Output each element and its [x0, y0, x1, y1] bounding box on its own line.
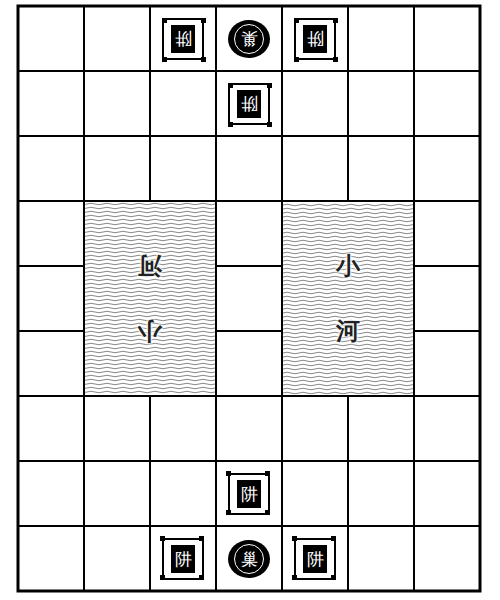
piece-label: 阱	[237, 90, 261, 118]
trap-square: 阱	[228, 473, 270, 515]
frame-post	[294, 57, 299, 62]
piece-label: 阱	[303, 545, 327, 573]
river-waves	[85, 202, 215, 395]
frame-post	[331, 575, 336, 580]
river-label: 小河	[336, 234, 360, 364]
frame-post	[333, 57, 338, 62]
frame-post	[226, 471, 231, 476]
frame-post	[292, 536, 297, 541]
river-area: 小河	[283, 202, 413, 395]
trap-square: 阱	[294, 538, 336, 580]
river-label: 小河	[138, 234, 162, 364]
trap-square: 阱	[162, 18, 204, 60]
den-circle: 巢	[228, 540, 270, 578]
frame-post	[201, 57, 206, 62]
frame-post	[292, 575, 297, 580]
frame-post	[333, 18, 338, 23]
frame-post	[294, 18, 299, 23]
piece-label: 阱	[237, 480, 261, 508]
frame-post	[199, 536, 204, 541]
river-area: 小河	[85, 202, 215, 395]
trap-square: 阱	[294, 18, 336, 60]
frame-post	[228, 83, 233, 88]
frame-post	[226, 510, 231, 515]
piece-label: 阱	[171, 25, 195, 53]
frame-post	[265, 471, 270, 476]
frame-post	[199, 575, 204, 580]
frame-post	[162, 57, 167, 62]
frame-post	[201, 18, 206, 23]
piece-label: 阱	[171, 545, 195, 573]
piece-label: 阱	[303, 25, 327, 53]
trap-square: 阱	[228, 83, 270, 125]
frame-post	[228, 122, 233, 127]
frame-post	[160, 536, 165, 541]
piece-label: 巢	[234, 24, 264, 54]
piece-label: 巢	[234, 544, 264, 574]
den-circle: 巢	[228, 20, 270, 58]
river-waves	[283, 202, 413, 395]
frame-post	[331, 536, 336, 541]
frame-post	[160, 575, 165, 580]
frame-post	[267, 83, 272, 88]
frame-post	[162, 18, 167, 23]
frame-post	[267, 122, 272, 127]
trap-square: 阱	[162, 538, 204, 580]
frame-post	[265, 510, 270, 515]
